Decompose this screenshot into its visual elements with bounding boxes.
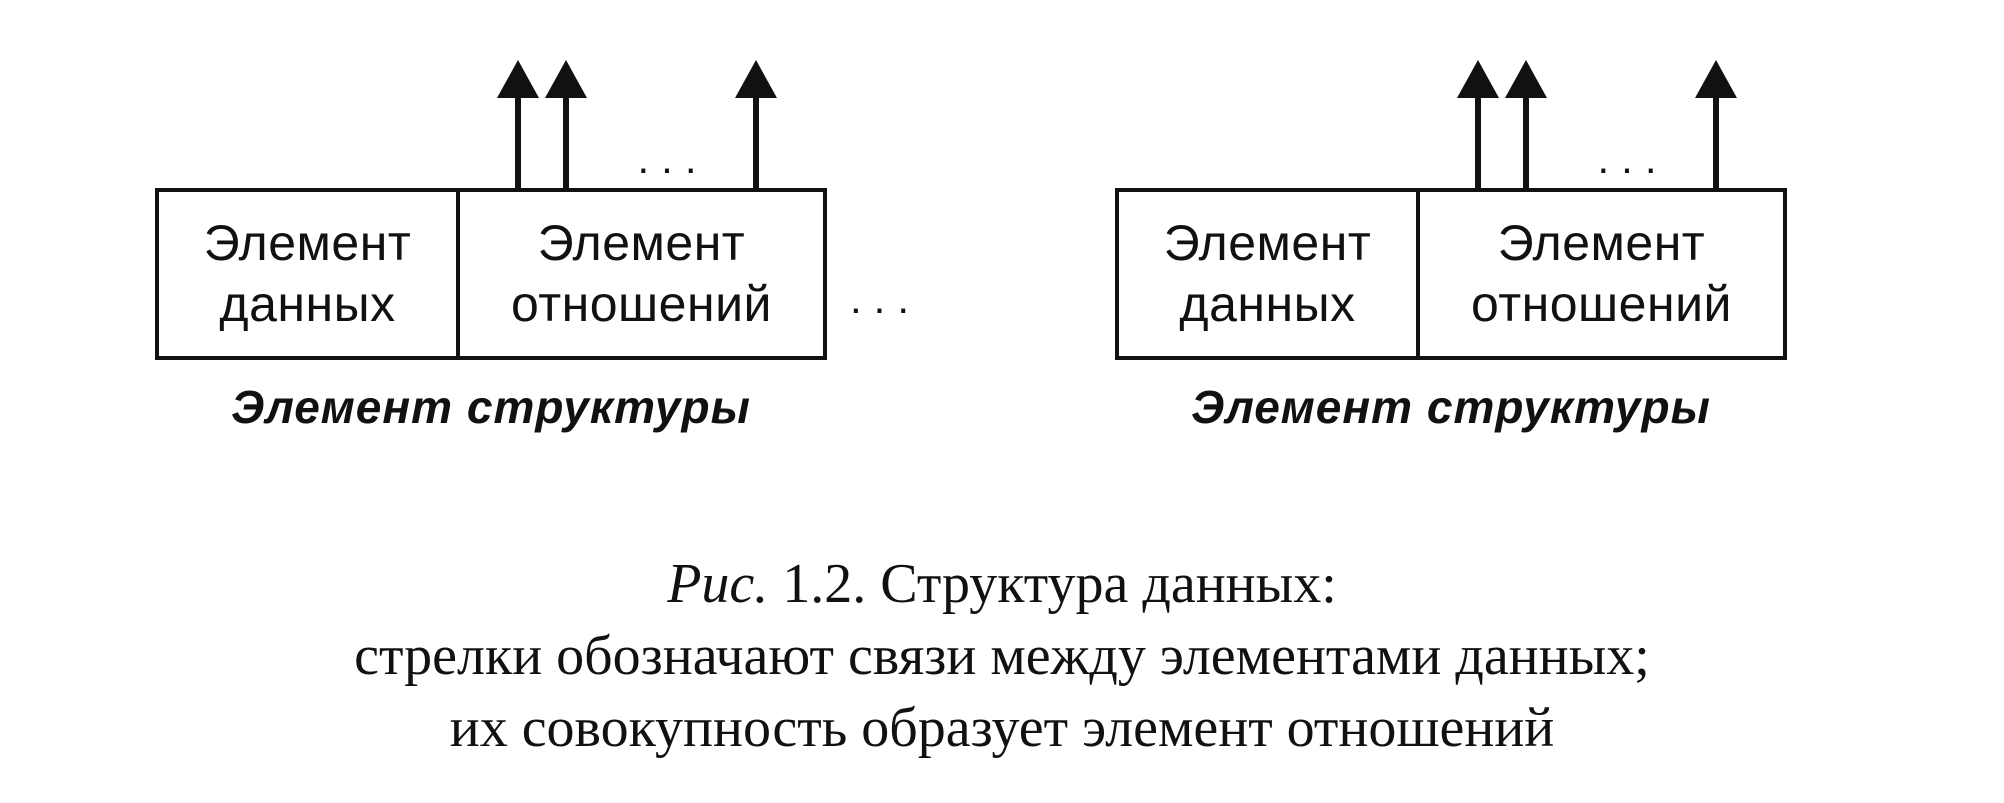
figure-caption-line-2: стрелки обозначают связи между элементам… bbox=[354, 625, 1650, 687]
up-arrow-icon bbox=[735, 60, 777, 192]
up-arrow-icon bbox=[497, 60, 539, 192]
structure-caption: Элемент структуры bbox=[1191, 381, 1711, 433]
arrow-ellipsis: ... bbox=[637, 135, 709, 182]
up-arrow-icon bbox=[1695, 60, 1737, 192]
structure-box: Элемент данных Элемент отношений bbox=[155, 188, 827, 360]
figure-caption: Рис. 1.2. Структура данных: стрелки обоз… bbox=[0, 548, 2004, 764]
relation-element-cell: Элемент отношений bbox=[1471, 215, 1732, 332]
data-element-cell: Элемент данных bbox=[159, 192, 460, 356]
up-arrow-icon bbox=[1457, 60, 1499, 192]
structure-box: Элемент данных Элемент отношений bbox=[1115, 188, 1787, 360]
arrow-ellipsis: ... bbox=[1597, 135, 1669, 182]
figure-label: Рис. bbox=[667, 553, 769, 615]
between-structures-ellipsis: ... bbox=[850, 275, 922, 322]
structure-caption: Элемент структуры bbox=[231, 381, 751, 433]
figure-title: 1.2. Структура данных: bbox=[782, 553, 1337, 615]
up-arrow-icon bbox=[1505, 60, 1547, 192]
data-element-cell: Элемент данных bbox=[1119, 192, 1420, 356]
figure-caption-line-3: их совокупность образует элемент отношен… bbox=[449, 697, 1555, 759]
up-arrow-icon bbox=[545, 60, 587, 192]
relation-element-cell: Элемент отношений bbox=[511, 215, 772, 332]
figure-caption-line-1: Рис. 1.2. Структура данных: bbox=[0, 548, 2004, 620]
